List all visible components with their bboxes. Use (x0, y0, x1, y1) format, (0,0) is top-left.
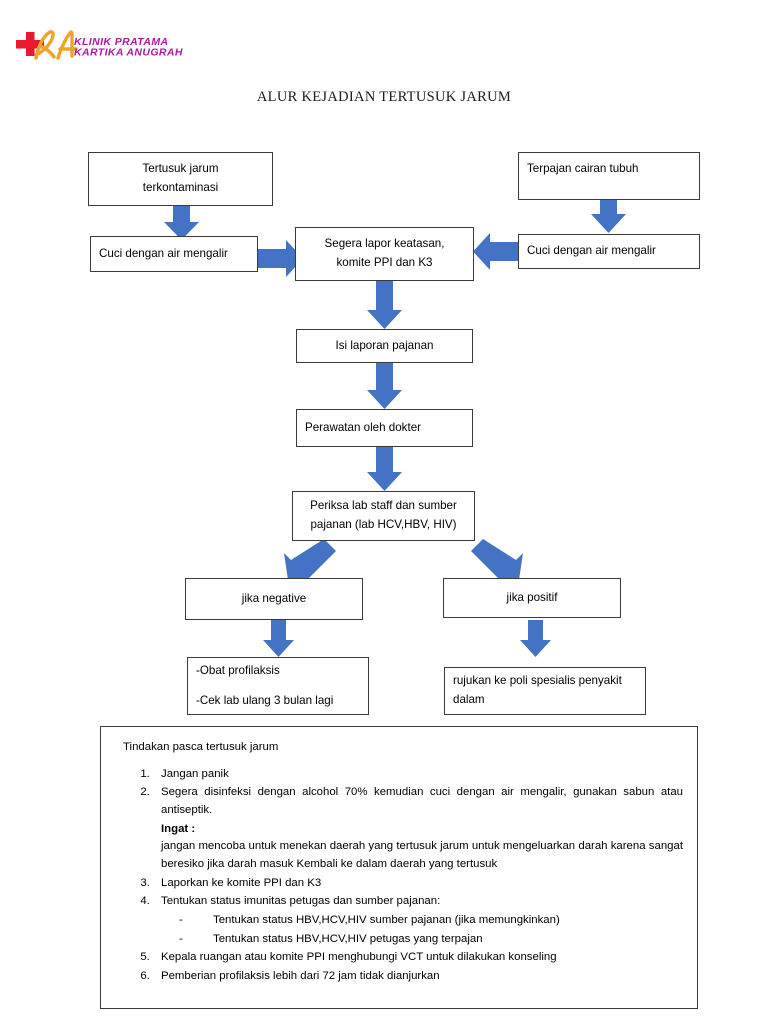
node-cuci-dengan-air-mengalir-left[interactable]: Cuci dengan air mengalir (90, 236, 258, 272)
node-terpajan-cairan-tubuh[interactable]: Terpajan cairan tubuh (518, 152, 700, 200)
post-exposure-instructions-panel: Tindakan pasca tertusuk jarum Jangan pan… (100, 726, 698, 1009)
clinic-logo: KLINIK PRATAMA KARTIKA ANUGRAH (12, 28, 212, 68)
item-text: Laporkan ke komite PPI dan K3 (161, 876, 322, 889)
node-periksa-lab-staff[interactable]: Periksa lab staff dan sumber pajanan (la… (292, 491, 475, 541)
node-tertusuk-jarum-terkontaminasi[interactable]: Tertusuk jarum terkontaminasi (88, 152, 273, 206)
item-note-label: Ingat : (161, 822, 196, 835)
node-line-1: rujukan ke poli spesialis penyakit (453, 674, 622, 688)
node-line-1: Cuci dengan air mengalir (99, 246, 228, 260)
instruction-list: Jangan panik Segera disinfeksi dengan al… (115, 766, 683, 986)
arrow-n4-to-n5 (591, 188, 626, 233)
node-rujukan-poli-spesialis[interactable]: rujukan ke poli spesialis penyakit dalam (444, 667, 646, 715)
arrow-n3-to-n6 (367, 280, 402, 329)
sub-list: - Tentukan status HBV,HCV,HIV sumber paj… (161, 912, 683, 948)
node-line-1: jika positif (506, 590, 558, 604)
item-text: Kepala ruangan atau komite PPI menghubun… (161, 951, 557, 964)
arrow-n5-to-n3 (473, 233, 518, 270)
arrow-n2-to-n3 (258, 240, 303, 277)
node-segera-lapor-keatasan[interactable]: Segera lapor keatasan, komite PPI dan K3 (295, 227, 474, 281)
node-obat-profilaksis[interactable]: -Obat profilaksis -Cek lab ulang 3 bulan… (187, 657, 369, 715)
list-item-4: Tentukan status imunitas petugas dan sum… (153, 893, 683, 948)
node-line-2: komite PPI dan K3 (336, 256, 433, 269)
sub-list-item-1: - Tentukan status HBV,HCV,HIV sumber paj… (179, 912, 683, 930)
node-line-1: Periksa lab staff dan sumber (310, 499, 457, 513)
item-text: Segera disinfeksi dengan alcohol 70% kem… (161, 786, 683, 817)
node-perawatan-oleh-dokter[interactable]: Perawatan oleh dokter (296, 409, 473, 447)
node-line-1: Tertusuk jarum (142, 162, 219, 176)
node-line-1: Terpajan cairan tubuh (527, 162, 639, 175)
node-line-1: jika negative (241, 591, 307, 605)
node-line-1: -Obat profilaksis (196, 663, 280, 677)
node-line-2: -Cek lab ulang 3 bulan lagi (196, 693, 334, 707)
red-cross-icon (16, 32, 44, 56)
node-line-1: Isi laporan pajanan (335, 338, 434, 352)
node-isi-laporan-pajanan[interactable]: Isi laporan pajanan (296, 329, 473, 363)
panel-heading: Tindakan pasca tertusuk jarum (123, 741, 279, 753)
sub-item-text: Tentukan status HBV,HCV,HIV sumber pajan… (213, 914, 560, 927)
monogram-ka-icon (34, 30, 78, 60)
arrow-n1-to-n2 (164, 192, 199, 240)
arrow-n8-to-n9 (284, 539, 336, 586)
dash-bullet: - (179, 914, 183, 927)
list-item-3: Laporkan ke komite PPI dan K3 (153, 875, 683, 893)
logo-line2: KARTIKA ANUGRAH (74, 47, 183, 59)
node-line-1: Segera lapor keatasan, (324, 237, 445, 251)
item-text: Tentukan status imunitas petugas dan sum… (161, 895, 441, 908)
node-cuci-dengan-air-mengalir-right[interactable]: Cuci dengan air mengalir (518, 234, 700, 269)
sub-item-text: Tentukan status HBV,HCV,HIV petugas yang… (213, 932, 483, 945)
list-item-1: Jangan panik (153, 766, 683, 784)
list-item-6: Pemberian profilaksis lebih dari 72 jam … (153, 968, 683, 986)
arrow-n9-to-n11 (263, 620, 294, 657)
node-line-2: dalam (453, 693, 485, 706)
node-line-1: Cuci dengan air mengalir (527, 244, 656, 258)
list-item-2: Segera disinfeksi dengan alcohol 70% kem… (153, 784, 683, 873)
item-text: Jangan panik (161, 767, 229, 780)
page-title: ALUR KEJADIAN TERTUSUK JARUM (256, 89, 512, 105)
node-line-2: terkontaminasi (142, 181, 219, 194)
arrow-n7-to-n8 (367, 447, 402, 491)
node-jika-negative[interactable]: jika negative (185, 578, 363, 620)
arrow-n8-to-n10 (471, 539, 523, 586)
item-note-body: jangan mencoba untuk menekan daerah yang… (161, 840, 683, 871)
list-item-5: Kepala ruangan atau komite PPI menghubun… (153, 949, 683, 967)
node-jika-positif[interactable]: jika positif (443, 578, 621, 618)
node-line-2: pajanan (lab HCV,HBV, HIV) (310, 518, 457, 531)
sub-list-item-2: - Tentukan status HBV,HCV,HIV petugas ya… (179, 931, 683, 949)
node-line-1: Perawatan oleh dokter (305, 420, 422, 434)
item-text: Pemberian profilaksis lebih dari 72 jam … (161, 970, 440, 983)
dash-bullet: - (179, 932, 183, 945)
logo-line1: KLINIK PRATAMA (74, 36, 168, 48)
arrow-n6-to-n7 (367, 363, 402, 409)
arrow-n10-to-n12 (520, 620, 551, 657)
